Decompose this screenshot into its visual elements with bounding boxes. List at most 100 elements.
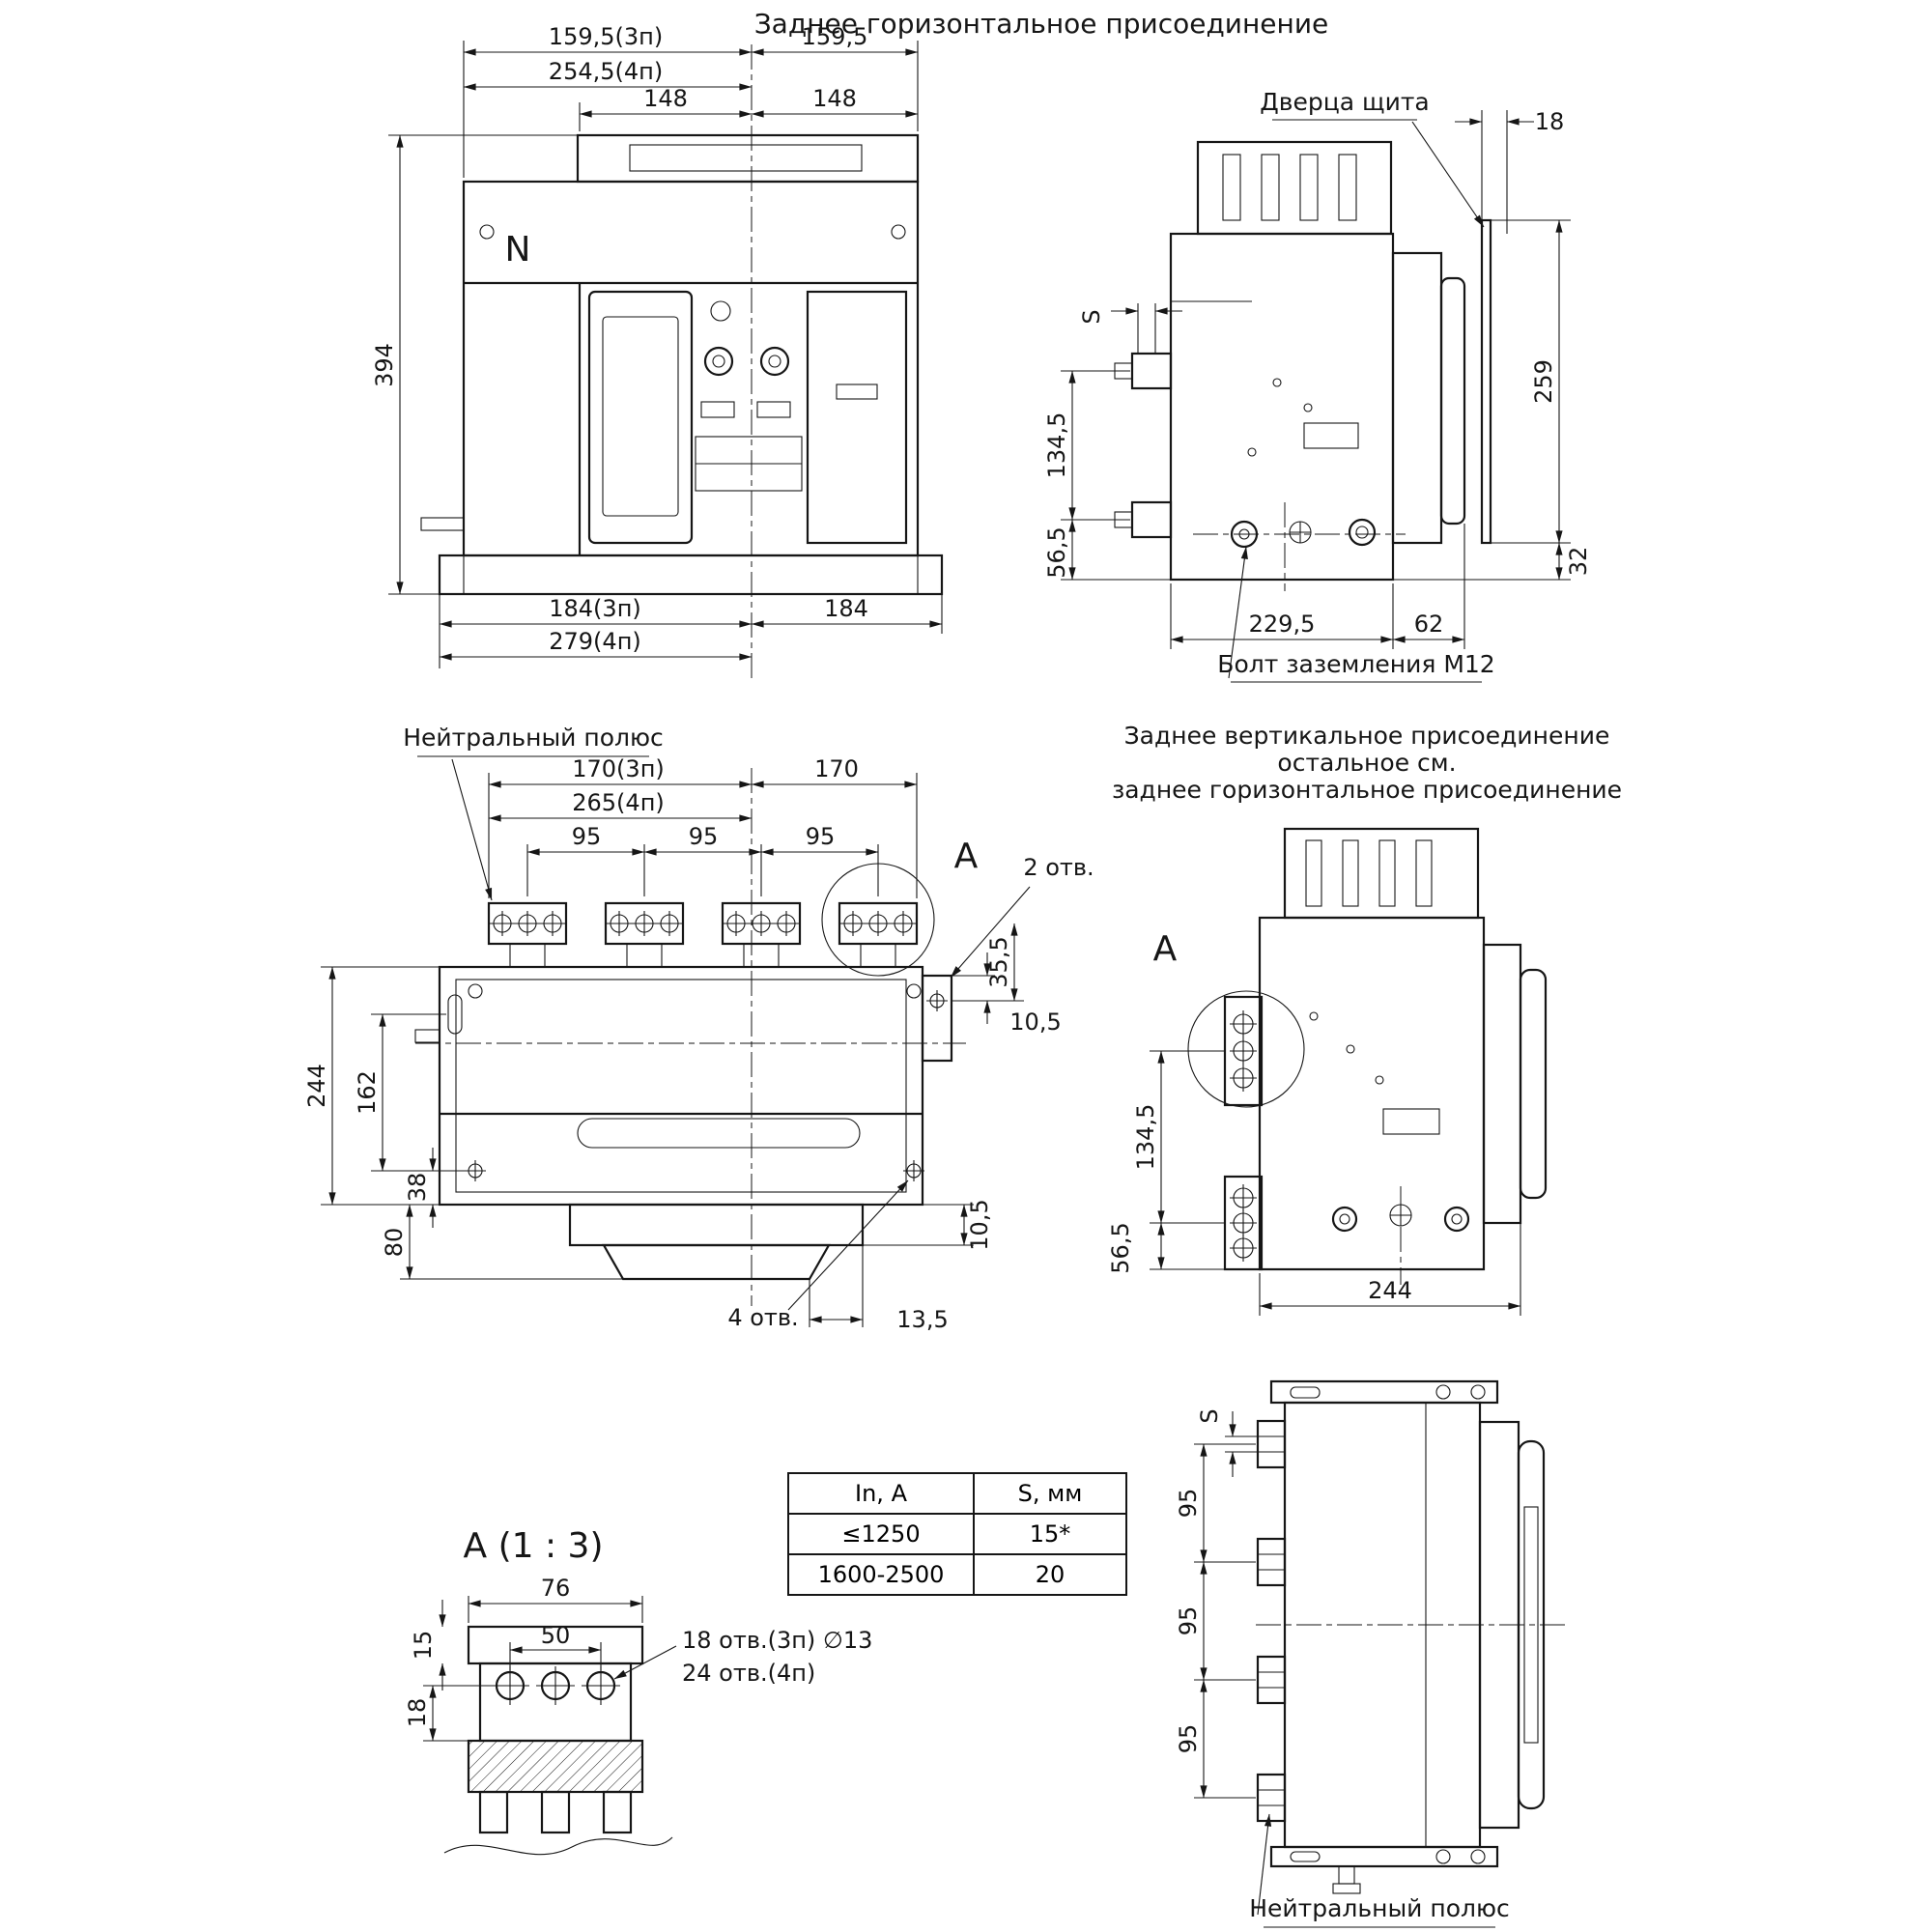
button-right: [759, 346, 790, 377]
table-row: ≤1250 15*: [787, 1513, 1127, 1555]
detail-a-title: A (1 : 3): [464, 1526, 604, 1566]
table-header-in: In, A: [787, 1472, 975, 1515]
terminal-block-3: [721, 901, 802, 946]
dim-254-4p: 254,5(4п): [549, 58, 663, 85]
table-cell-s-2: 20: [973, 1553, 1127, 1596]
dim-15: 15: [410, 1631, 437, 1661]
holes-13-label: 18 отв.(3п) ∅13: [682, 1627, 872, 1654]
dim-148-right: 148: [812, 85, 857, 112]
top-body-outline: [438, 965, 924, 1207]
dim-105-b: 10,5: [966, 1199, 993, 1250]
table-row: 1600-2500 20: [787, 1553, 1127, 1596]
table-cell-s-1: 15*: [973, 1513, 1127, 1555]
indicator-window: [710, 300, 731, 322]
break-line: [443, 1836, 673, 1856]
dim-159: 159,5: [802, 23, 868, 50]
dim-76: 76: [541, 1575, 571, 1602]
terminal-block-2: [604, 901, 685, 946]
side-body-outline: [1169, 232, 1395, 582]
detail-a-circle-2: [1187, 990, 1305, 1108]
vertical-body-outline: [1258, 916, 1486, 1271]
front-escutcheon-2: [1519, 968, 1548, 1200]
side-view-bottom: S 95 95 95 Нейтральный полюс: [1175, 1379, 1570, 1928]
dim-148-left: 148: [643, 85, 688, 112]
door-label: Дверца щита: [1260, 88, 1429, 116]
front-left-door: [587, 290, 694, 545]
detail-a-view: A (1 : 3) 76 50 15 18 18 отв.(3п) ∅13 24…: [404, 1526, 872, 1856]
terminal-tab-1: [1256, 1419, 1287, 1469]
dim-s: S: [1078, 309, 1105, 324]
holes-2-label: 2 отв.: [1023, 854, 1094, 881]
ground-bolt-label: Болт заземления М12: [1217, 650, 1494, 678]
side-bolt: [420, 517, 465, 531]
rear-terminal-upper: [1130, 352, 1173, 390]
table-header-s: S, мм: [973, 1472, 1127, 1515]
front-right-door: [806, 290, 908, 545]
dim-134: 134,5: [1043, 412, 1070, 479]
dim-95-3: 95: [806, 823, 836, 850]
neutral-pole-marker: N: [505, 230, 531, 270]
dim-56: 56,5: [1043, 526, 1070, 578]
vertical-view-title-2: остальное см.: [1277, 749, 1456, 777]
rating-table: In, A S, мм ≤1250 15* 1600-2500 20: [787, 1472, 1127, 1596]
dim-170-3p: 170(3п): [572, 755, 665, 782]
dim-229: 229,5: [1249, 611, 1316, 638]
dim-244: 244: [303, 1064, 330, 1108]
table-cell-in-1: ≤1250: [787, 1513, 975, 1555]
detail-busbar-hatched: [467, 1739, 644, 1794]
terminal-tab-4: [1256, 1773, 1287, 1823]
long-slot: [577, 1118, 861, 1149]
rear-terminal-lower: [1130, 500, 1173, 539]
dim-265-4p: 265(4п): [572, 789, 665, 816]
front-base: [438, 554, 944, 596]
dim-s-2: S: [1196, 1408, 1223, 1423]
holes-4-label: 4 отв.: [727, 1304, 798, 1331]
dim-134-2: 134,5: [1132, 1104, 1159, 1171]
dim-105-a: 10,5: [1009, 1009, 1061, 1036]
terminal-block-neutral: [487, 901, 568, 946]
front-escutcheon: [1439, 276, 1466, 526]
dim-35: 35,5: [985, 936, 1012, 987]
dim-38: 38: [404, 1173, 431, 1203]
dim-56-2: 56,5: [1107, 1222, 1134, 1273]
button-left: [703, 346, 734, 377]
table-cell-in-2: 1600-2500: [787, 1553, 975, 1596]
front-top-plate: [576, 133, 920, 184]
dim-95-v1: 95: [1175, 1489, 1202, 1519]
vertical-view-title-1: Заднее вертикальное присоединение: [1124, 722, 1610, 750]
dim-394: 394: [371, 343, 398, 387]
panel-door-plate: [1480, 218, 1492, 545]
detail-a-marker: A: [954, 837, 979, 876]
dim-62: 62: [1414, 611, 1444, 638]
dim-18-2: 18: [404, 1698, 431, 1728]
dim-135: 13,5: [896, 1306, 948, 1333]
dim-50: 50: [541, 1622, 571, 1649]
dim-95-v3: 95: [1175, 1724, 1202, 1754]
holes-24-label: 24 отв.(4п): [682, 1660, 815, 1687]
dim-95-2: 95: [689, 823, 719, 850]
dim-18: 18: [1535, 108, 1565, 135]
dim-80: 80: [381, 1228, 408, 1258]
dim-184: 184: [824, 595, 868, 622]
dim-162: 162: [354, 1070, 381, 1115]
vertical-view-title-3: заднее горизонтальное присоединение: [1112, 776, 1622, 804]
dim-244-2: 244: [1368, 1277, 1412, 1304]
dim-95-v2: 95: [1175, 1606, 1202, 1636]
arc-chute-block-2: [1283, 827, 1480, 920]
side-tab: [921, 974, 953, 1063]
dim-259: 259: [1530, 359, 1557, 404]
neutral-pole-label: Нейтральный полюс: [403, 724, 664, 752]
neutral-pole-label-2: Нейтральный полюс: [1249, 1894, 1510, 1922]
side-view-vertical: Заднее вертикальное присоединение осталь…: [1107, 722, 1622, 1316]
detail-a-marker-2: A: [1153, 929, 1178, 969]
sheet-title: Заднее горизонтальное присоединение: [754, 8, 1329, 40]
dim-95-1: 95: [572, 823, 602, 850]
mounting-bracket-top: [1269, 1379, 1499, 1405]
dim-170: 170: [814, 755, 859, 782]
terminal-tab-2: [1256, 1537, 1287, 1587]
table-header-row: In, A S, мм: [787, 1472, 1127, 1515]
dim-184-3p: 184(3п): [549, 595, 641, 622]
terminal-tab-3: [1256, 1655, 1287, 1705]
